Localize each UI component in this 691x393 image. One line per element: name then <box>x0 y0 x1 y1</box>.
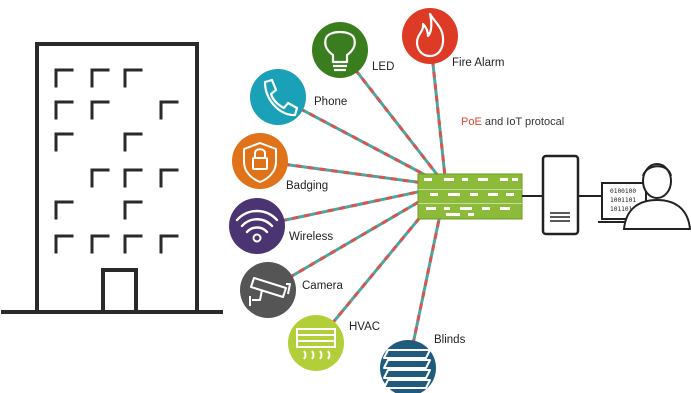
workstation-user-icon: 0100100 1001101 1011011 <box>598 163 691 230</box>
label-fire-alarm: Fire Alarm <box>452 57 505 69</box>
server-icon <box>522 154 602 236</box>
label-hvac: HVAC <box>349 321 381 333</box>
protocol-rest: and IoT protocal <box>481 116 565 128</box>
connection-line-wireless-red <box>256 184 447 228</box>
label-wireless: Wireless <box>289 231 334 243</box>
wifi-icon <box>229 198 285 254</box>
label-camera: Camera <box>302 280 343 292</box>
network-switch <box>417 173 523 220</box>
binary-line-3: 1011011 <box>610 206 636 213</box>
connection-line-led-red <box>338 49 448 187</box>
camera-icon <box>240 262 296 318</box>
label-led: LED <box>372 61 395 73</box>
binary-line-2: 1001101 <box>610 197 636 204</box>
connection-line-phone-red <box>277 95 447 188</box>
label-blinds: Blinds <box>434 334 466 346</box>
lock-icon <box>232 133 288 189</box>
led-icon <box>312 22 368 78</box>
protocol-label: PoE and IoT protocal <box>461 116 564 128</box>
phone-icon <box>250 69 306 125</box>
blinds-icon <box>380 340 436 393</box>
protocol-highlight: PoE <box>461 116 482 128</box>
binary-line-1: 0100100 <box>610 188 636 195</box>
office-building-icon <box>1 42 223 314</box>
connection-line-camera-red <box>267 184 447 292</box>
label-badging: Badging <box>286 180 329 192</box>
label-phone: Phone <box>314 96 348 108</box>
hvac-icon <box>288 315 344 371</box>
flame-icon <box>402 8 458 64</box>
connection-line-badging-red <box>259 159 447 188</box>
